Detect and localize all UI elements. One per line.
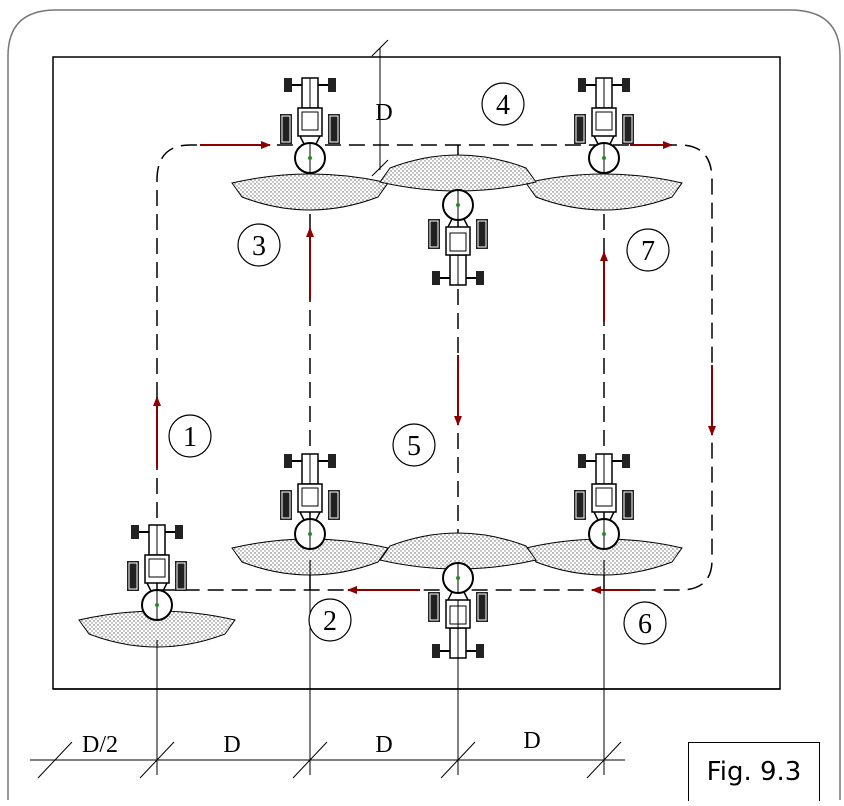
svg-text:4: 4 — [496, 90, 510, 121]
tractor-sprayer-icon — [279, 77, 341, 174]
tractor-sprayer-icon — [573, 77, 635, 174]
dimension-label: D — [523, 728, 540, 754]
dimension-label: D — [223, 732, 240, 758]
spray-pattern-icon — [525, 173, 683, 211]
svg-text:6: 6 — [638, 609, 652, 640]
travel-path — [156, 144, 713, 591]
dimension-label: D — [375, 732, 392, 758]
bottom-dimension-lines — [30, 560, 625, 779]
svg-text:5: 5 — [407, 431, 421, 462]
tractor-sprayer-icon — [126, 524, 188, 621]
step-3: 3 — [237, 223, 281, 267]
svg-text:2: 2 — [323, 606, 337, 637]
spray-pattern-icon — [379, 154, 537, 192]
step-5: 5 — [392, 423, 436, 467]
step-6: 6 — [623, 601, 667, 645]
tractor-sprayer-icon — [427, 189, 489, 286]
step-7: 7 — [626, 228, 670, 272]
outer-frame — [7, 9, 841, 800]
svg-text:7: 7 — [641, 236, 655, 267]
svg-text:3: 3 — [252, 231, 266, 262]
tractor-sprayer-icon — [279, 453, 341, 550]
spray-pattern-icon — [231, 173, 389, 211]
step-4: 4 — [481, 82, 525, 126]
step-1: 1 — [168, 414, 212, 458]
dimension-label-half: D/2 — [82, 732, 118, 758]
svg-text:1: 1 — [183, 422, 197, 453]
top-dimension-label: D — [375, 100, 392, 126]
figure-label: Fig. 9.3 — [688, 742, 820, 801]
step-2: 2 — [308, 598, 352, 642]
direction-arrows — [153, 141, 716, 594]
top-dimension — [371, 39, 389, 177]
tractor-sprayer-icon — [573, 453, 635, 550]
